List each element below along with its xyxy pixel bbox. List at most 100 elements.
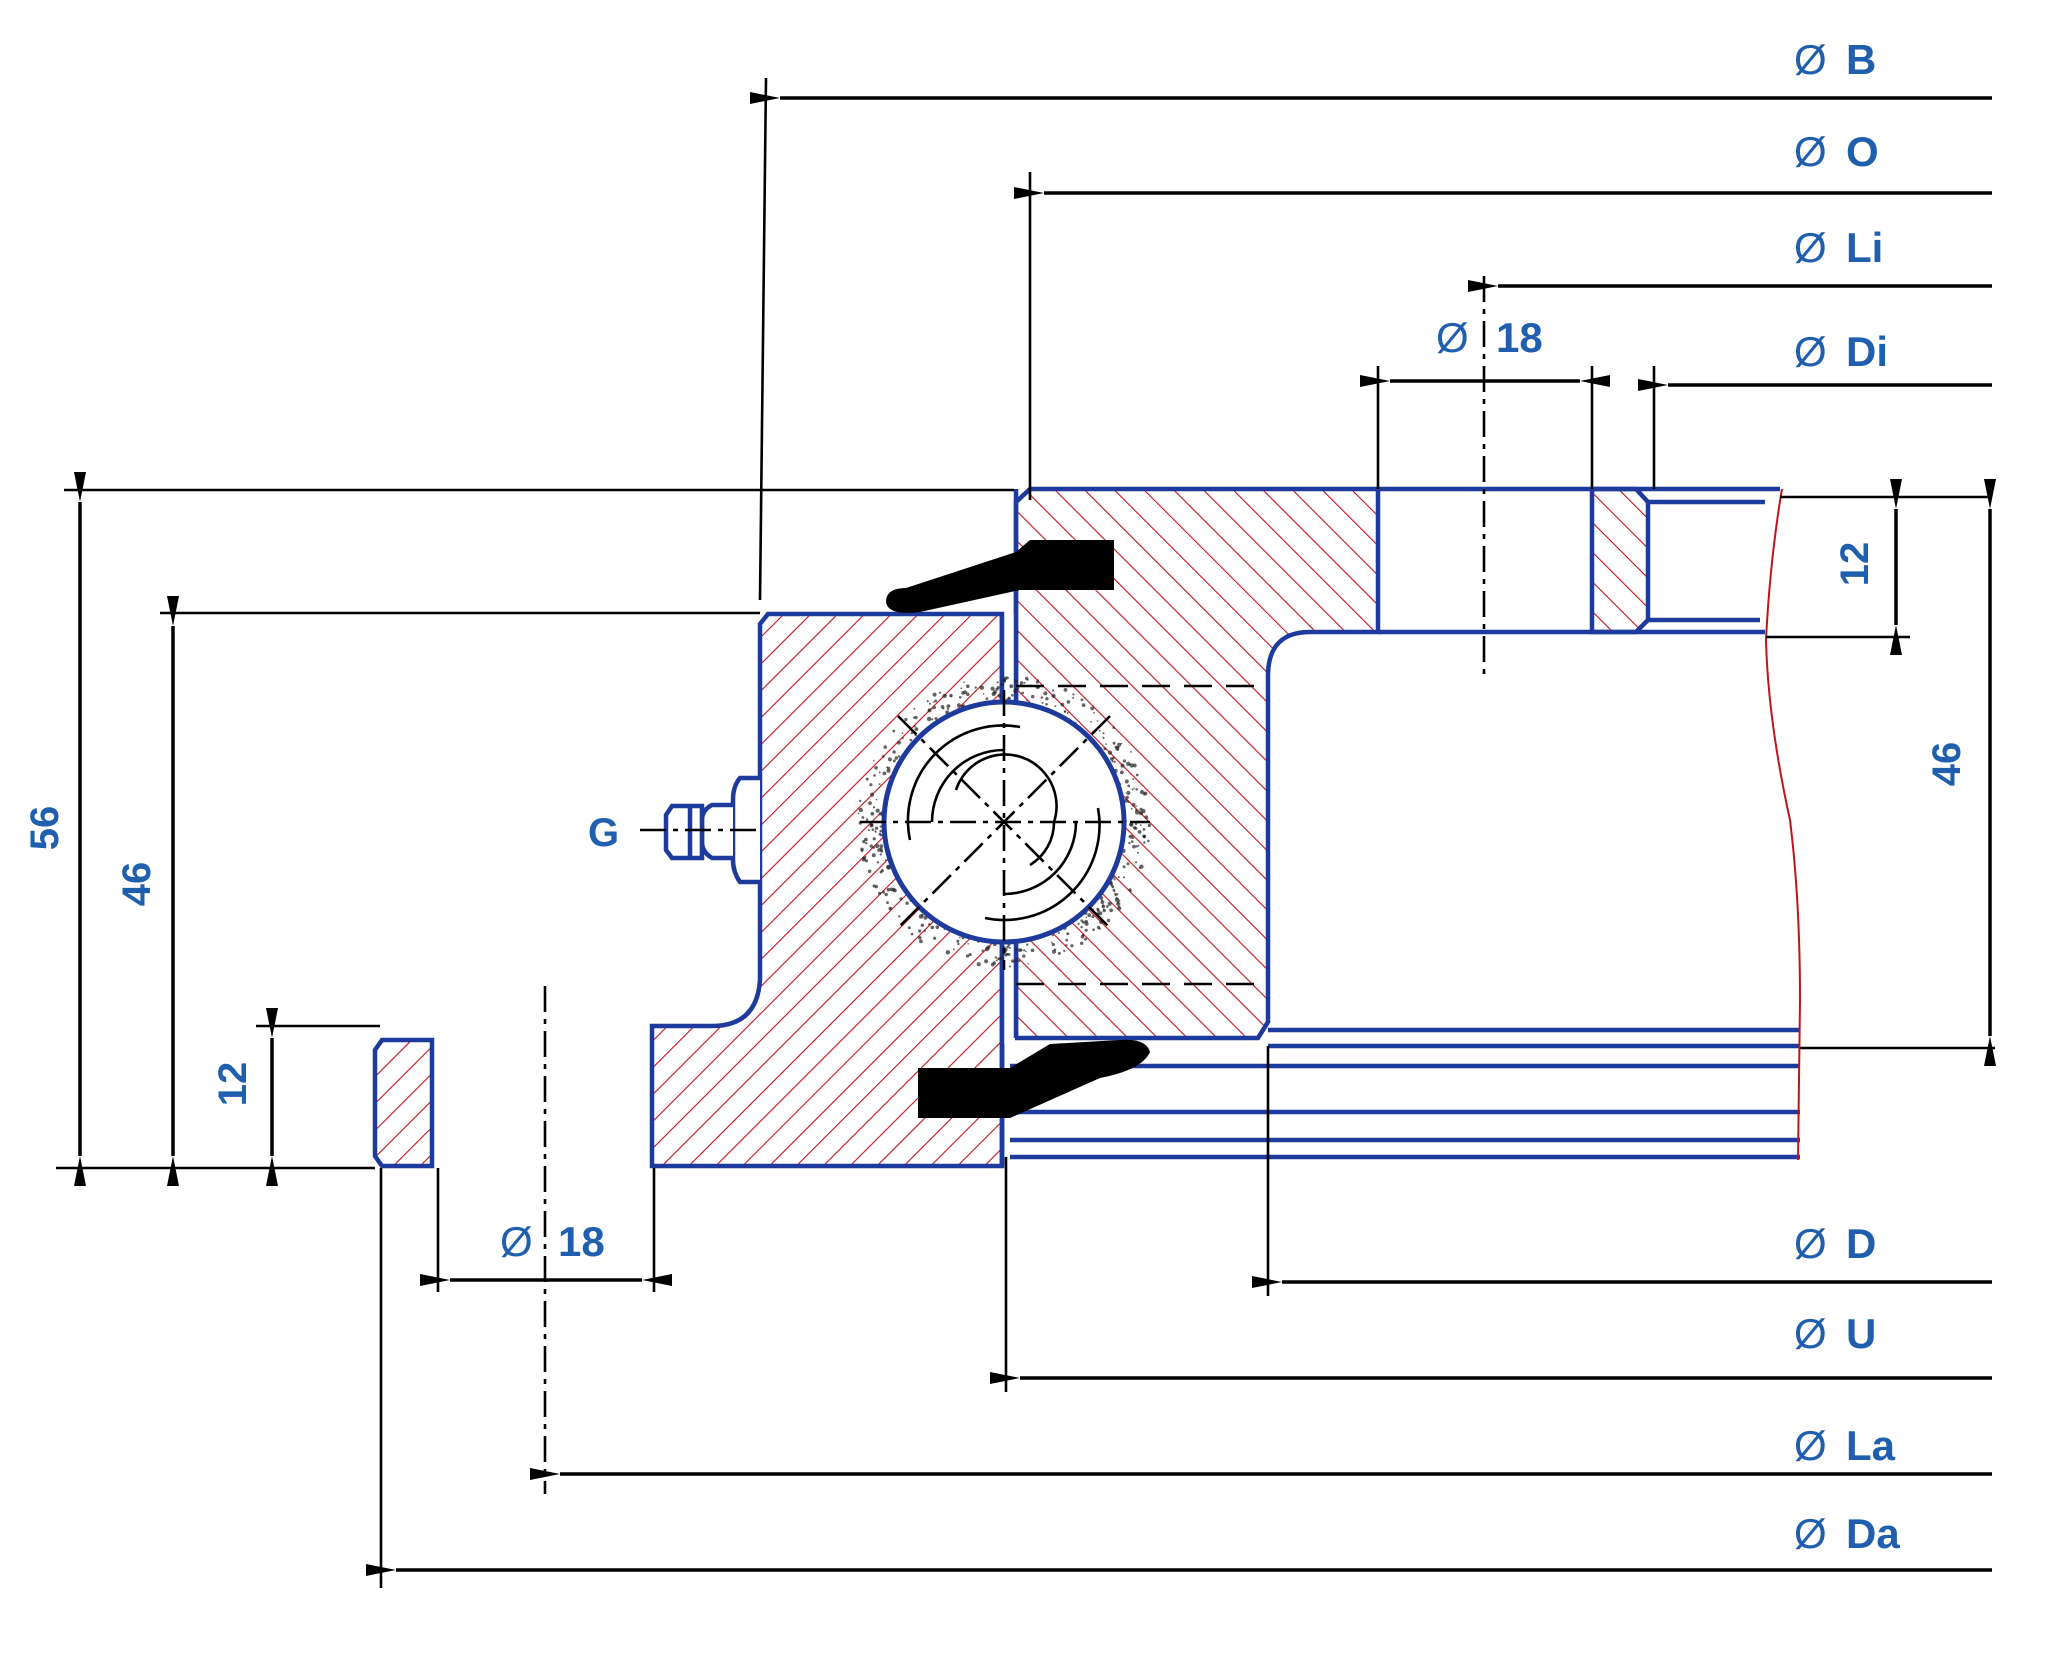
grease-dot <box>938 691 942 694</box>
grease-dot <box>1143 841 1146 844</box>
top-hole-dim <box>1360 366 1610 489</box>
grease-dot <box>867 869 872 874</box>
grease-dot <box>933 701 935 703</box>
grease-dot <box>1117 876 1120 879</box>
grease-dot <box>1081 933 1085 937</box>
grease-dot <box>1027 679 1029 681</box>
grease-dot <box>1065 944 1068 947</box>
grease-dot <box>883 745 888 749</box>
grease-dot <box>879 870 883 874</box>
svg-text:Da: Da <box>1846 1510 1900 1557</box>
grease-dot <box>873 774 876 777</box>
grease-dot <box>865 777 869 781</box>
grease-dot <box>873 759 875 762</box>
bottom-seal <box>918 1039 1150 1118</box>
grease-dot <box>859 799 862 803</box>
grease-dot <box>1130 807 1133 810</box>
grease-dot <box>984 959 989 964</box>
grease-dot <box>1134 826 1138 831</box>
grease-dot <box>884 859 887 861</box>
height-dims-right <box>1766 479 1996 1066</box>
grease-dot <box>1101 904 1106 909</box>
grease-dot <box>879 853 882 856</box>
grease-dot <box>1051 689 1055 692</box>
grease-dot <box>926 716 932 722</box>
grease-dot <box>1096 720 1099 722</box>
grease-dot <box>1043 691 1048 696</box>
grease-dot <box>910 932 914 936</box>
grease-dot <box>1134 822 1138 826</box>
grease-dot <box>889 887 894 892</box>
grease-dot <box>946 704 951 708</box>
grease-dot <box>919 939 923 944</box>
grease-dot <box>1131 840 1134 843</box>
grease-dot <box>886 766 889 769</box>
grease-dot <box>909 738 913 742</box>
grease-dot <box>1113 878 1116 881</box>
svg-text:Ø: Ø <box>1794 36 1827 83</box>
grease-dot <box>1139 824 1142 827</box>
grease-dot <box>1132 778 1135 780</box>
grease-dot <box>914 727 919 731</box>
grease-dot <box>1118 899 1121 902</box>
grease-dot <box>1008 946 1011 949</box>
grease-dot <box>1113 760 1116 763</box>
diameter-leaders <box>366 77 1992 1588</box>
grease-dot <box>1097 909 1100 912</box>
svg-text:B: B <box>1846 36 1876 83</box>
grease-dot <box>914 715 918 720</box>
grease-dot <box>887 757 892 762</box>
grease-dot <box>959 936 961 939</box>
grease-dot <box>979 685 984 690</box>
grease-dot <box>947 707 950 711</box>
grease-dot <box>1102 736 1105 740</box>
grease-dot <box>1122 865 1126 869</box>
inner-flange-outline <box>1378 486 1780 635</box>
grease-dot <box>1135 773 1139 777</box>
grease-dot <box>928 923 931 926</box>
grease-dot <box>874 766 878 770</box>
grease-dot <box>974 686 977 689</box>
svg-text:O: O <box>1846 128 1879 175</box>
grease-dot <box>870 792 875 797</box>
grease-dot <box>1026 943 1029 946</box>
grease-dot <box>868 801 872 805</box>
grease-dot <box>886 887 891 892</box>
grease-dot <box>923 929 927 932</box>
grease-dot <box>1063 710 1067 713</box>
diameter-label-U: Ø U <box>1794 1310 1876 1357</box>
grease-dot <box>1037 679 1039 682</box>
grease-dot <box>1129 890 1132 893</box>
inner-flange-section <box>1589 486 1651 635</box>
dim-inner-flange-thickness: 12 <box>1833 542 1877 587</box>
grease-dot <box>1112 741 1116 745</box>
grease-dot <box>1111 760 1114 763</box>
grease-dot <box>957 942 960 946</box>
grease-dot <box>886 901 889 905</box>
grease-dot <box>1081 920 1085 924</box>
grease-dot <box>892 759 896 763</box>
grease-dot <box>881 755 885 758</box>
grease-dot <box>931 718 934 721</box>
grease-dot <box>857 812 860 815</box>
grease-dot <box>1130 751 1132 753</box>
grease-dot <box>861 816 865 819</box>
grease-dot <box>1112 726 1115 729</box>
grease-dot <box>1117 906 1122 911</box>
grease-dot <box>1131 802 1136 807</box>
grease-dot <box>942 693 947 699</box>
grease-dot <box>875 798 878 801</box>
grease-dot <box>1124 779 1129 784</box>
grease-dot <box>898 915 901 918</box>
break-line <box>1764 488 1802 1161</box>
grease-dot <box>1014 679 1018 684</box>
svg-text:Ø: Ø <box>1794 224 1827 271</box>
grease-dot <box>1100 900 1105 905</box>
grease-dot <box>933 705 937 709</box>
grease-dot <box>1126 862 1130 866</box>
grease-dot <box>1006 945 1009 949</box>
grease-dot <box>1023 681 1026 684</box>
grease-dot <box>1098 927 1101 930</box>
grease-dot <box>1019 681 1024 685</box>
